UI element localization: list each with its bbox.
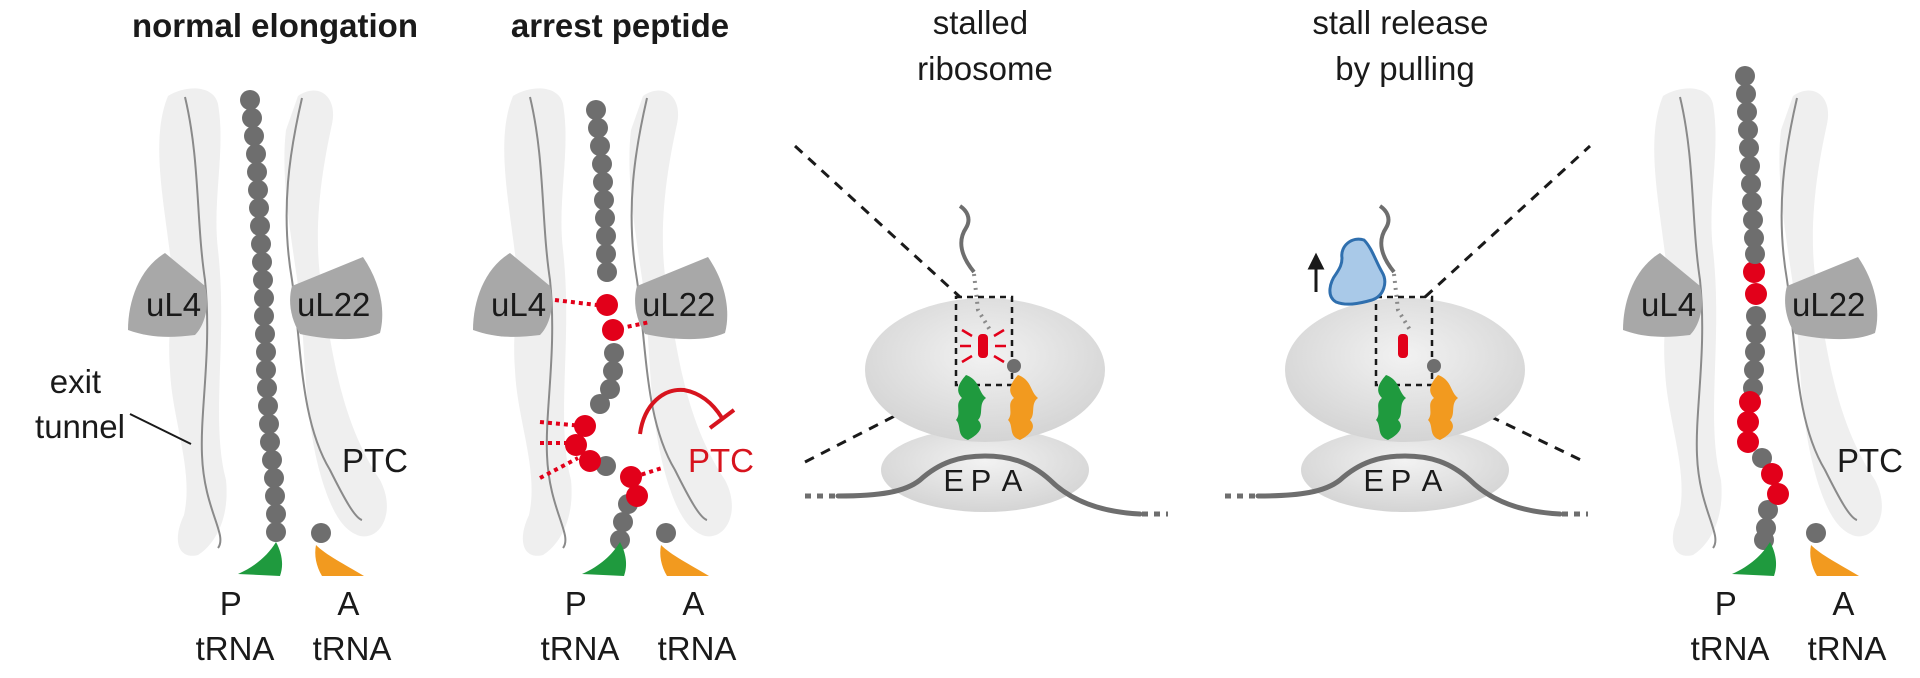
a-trna-label: A tRNA: [658, 585, 737, 667]
a-trna-shape: [1428, 375, 1458, 440]
a-trna-label: A tRNA: [1808, 585, 1887, 667]
protein-label-ul4: uL4: [491, 286, 546, 323]
a-trna-shape: [660, 545, 709, 576]
exit-tunnel-pointer: [129, 413, 192, 445]
arrest-peptide-stalled: [978, 334, 988, 358]
ptc-label: PTC: [342, 442, 408, 479]
arrest-peptide-released: [1398, 334, 1408, 358]
ribosome-site-labels: E P A: [1363, 463, 1442, 498]
a-site-aminoacid: [1806, 523, 1826, 543]
p-trna-label: P tRNA: [196, 585, 275, 667]
panel-normal-elongation: normal elongation uL4 uL22 exit tunnel: [35, 7, 418, 667]
mrna-dashed-ends: [1225, 493, 1588, 517]
p-trna-shape: [1732, 542, 1777, 576]
mrna-dashed-ends: [805, 493, 1168, 517]
p-trna-label: P tRNA: [541, 585, 620, 667]
ribosome-large-subunit: [865, 298, 1105, 442]
panel-title: stall release by pulling: [1312, 4, 1497, 87]
mrna-strand: [835, 453, 1143, 517]
protein-wedge-ul4: [1623, 253, 1702, 337]
a-trna-shape: [1008, 375, 1038, 440]
protein-wedge-ul22: [635, 257, 728, 340]
nascent-chain: [586, 100, 638, 550]
tunnel-wall-right: [1779, 90, 1882, 537]
a-site-aminoacid: [1007, 359, 1021, 373]
pulling-arrow: [1307, 252, 1325, 292]
protein-label-ul22: uL22: [297, 286, 370, 323]
nascent-chain-mid: [1744, 228, 1765, 264]
inhibition-bar: [708, 408, 736, 430]
stall-signal-lines: [960, 328, 1006, 364]
nascent-chain: [1735, 66, 1778, 550]
inhibition-arrow: [638, 387, 724, 435]
tunnel-wall-right: [284, 90, 387, 537]
zoom-box: [954, 295, 1014, 387]
protein-wedge-ul22: [1785, 257, 1878, 340]
protein-wedge-ul4: [128, 253, 207, 337]
nascent-chain: [240, 90, 286, 542]
protein-label-ul4: uL4: [146, 286, 201, 323]
protein-wedge-ul22: [290, 257, 383, 340]
p-trna-shape: [956, 375, 986, 440]
zoom-lines: [793, 144, 962, 464]
a-site-aminoacid: [656, 523, 676, 543]
protein-label-ul22: uL22: [1792, 286, 1865, 323]
a-trna-shape: [1810, 545, 1859, 576]
exit-chain: [1378, 204, 1396, 274]
exit-chain: [958, 204, 976, 274]
zoom-lines: [1423, 144, 1592, 464]
ribosome-site-labels: E P A: [943, 463, 1022, 498]
panel-title: normal elongation: [132, 7, 418, 44]
chain-dotted: [972, 273, 992, 332]
chain-dotted: [1392, 273, 1412, 332]
tunnel-outline-left: [184, 96, 222, 549]
p-trna-shape: [238, 542, 283, 576]
ribosome-small-subunit: [881, 428, 1089, 512]
ptc-label: PTC: [688, 442, 754, 479]
panel-released-chain: uL4 uL22 PTC P tRNA A tRNA: [1623, 66, 1903, 667]
mrna-strand: [1255, 453, 1563, 517]
ptc-label: PTC: [1837, 442, 1903, 479]
panel-title: arrest peptide: [511, 7, 729, 44]
a-trna-label: A tRNA: [313, 585, 392, 667]
tunnel-wall-right: [629, 90, 732, 537]
p-trna-shape: [1376, 375, 1406, 440]
protein-label-ul4: uL4: [1641, 286, 1696, 323]
p-trna-label: P tRNA: [1691, 585, 1770, 667]
pulling-protein: [1328, 237, 1387, 306]
panel-arrest-peptide: arrest peptide uL4 uL22: [473, 7, 754, 667]
a-site-aminoacid: [1427, 359, 1441, 373]
a-site-aminoacid: [311, 523, 331, 543]
panel-stalled-ribosome: stalled ribosome E P A: [793, 4, 1168, 517]
zoom-box: [1374, 295, 1434, 387]
p-trna-shape: [582, 542, 627, 576]
tunnel-outline-left: [529, 96, 567, 549]
ribosome-small-subunit: [1301, 428, 1509, 512]
ribosome-large-subunit: [1285, 298, 1525, 442]
tunnel-outline-right: [1780, 97, 1858, 521]
tunnel-outline-right: [285, 97, 363, 521]
panel-title: stalled ribosome: [917, 4, 1053, 87]
arrest-motif-residues: [565, 294, 648, 507]
protein-label-ul22: uL22: [642, 286, 715, 323]
tunnel-outline-right: [630, 97, 708, 521]
exit-tunnel-label: exit tunnel: [35, 363, 125, 445]
protein-wedge-ul4: [473, 253, 552, 337]
arrest-motif-residues: [1737, 261, 1789, 505]
a-trna-shape: [315, 545, 364, 576]
tunnel-outline-left: [1679, 96, 1717, 549]
panel-stall-release: stall release by pulling E P A: [1225, 4, 1592, 517]
